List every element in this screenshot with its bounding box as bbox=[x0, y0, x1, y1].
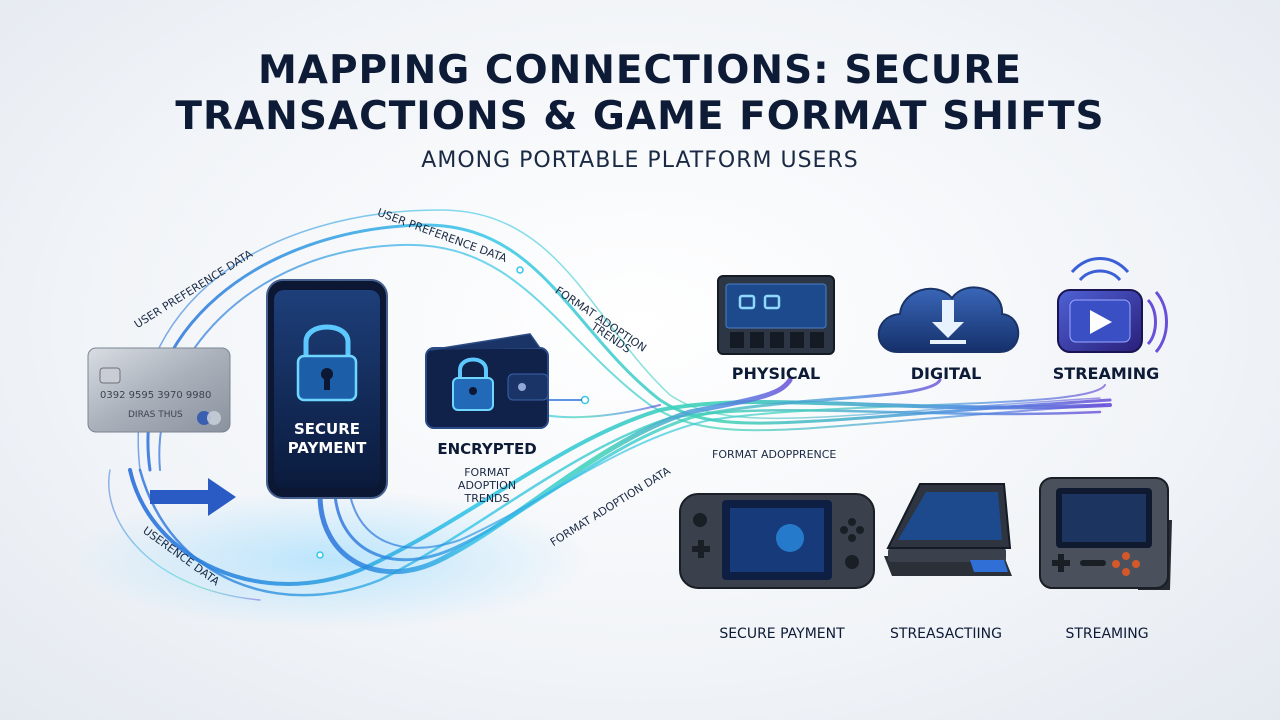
device-label-streaming: STREAMING bbox=[1065, 626, 1149, 642]
card-holder: DIRAS THUS bbox=[128, 410, 183, 420]
wallet-sub-line-1: FORMAT bbox=[464, 466, 510, 479]
title-line-2: TRANSACTIONS & GAME FORMAT SHIFTS bbox=[175, 94, 1105, 139]
phone-label: SECURE PAYMENT bbox=[274, 420, 380, 458]
format-label-physical: PHYSICAL bbox=[731, 364, 821, 383]
arrow-icon bbox=[150, 478, 236, 516]
flow-nodes bbox=[316, 266, 590, 559]
flow-glow bbox=[70, 490, 590, 630]
wallet-padlock-icon bbox=[452, 357, 494, 411]
phone-label-line-1: SECURE bbox=[293, 420, 361, 438]
streaming-play-icon bbox=[1057, 257, 1168, 353]
page-subtitle: AMONG PORTABLE PLATFORM USERS bbox=[421, 148, 859, 173]
padlock-icon bbox=[296, 324, 358, 402]
device-label-secure-payment: SECURE PAYMENT bbox=[719, 626, 845, 642]
title-line-1: MAPPING CONNECTIONS: SECURE bbox=[257, 48, 1023, 93]
retro-handheld-icon bbox=[1039, 477, 1172, 590]
format-label-digital: DIGITAL bbox=[910, 364, 982, 383]
cloud-download-icon bbox=[877, 286, 1020, 353]
flow-lines bbox=[108, 209, 1112, 601]
wallet-sublabel: FORMAT ADOPTION TRENDS bbox=[420, 466, 554, 505]
device-label-streasactiing: STREASACTIING bbox=[890, 626, 1002, 642]
handheld-console-icon bbox=[679, 493, 875, 589]
wallet-label: ENCRYPTED bbox=[437, 440, 537, 458]
flow-label-format-adopprence: FORMAT ADOPPRENCE bbox=[712, 448, 837, 461]
page-title: MAPPING CONNECTIONS: SECURE TRANSACTIONS… bbox=[0, 48, 1280, 140]
phone-label-line-2: PAYMENT bbox=[287, 439, 367, 457]
wallet-sub-line-3: TRENDS bbox=[464, 492, 510, 505]
credit-card-icon bbox=[87, 347, 231, 433]
wallet-sub-line-2: ADOPTION bbox=[457, 479, 517, 492]
tablet-device-icon bbox=[884, 483, 1012, 576]
cartridge-icon bbox=[717, 275, 835, 355]
format-label-streaming: STREAMING bbox=[1052, 364, 1160, 383]
card-number: 0392 9595 3970 9980 bbox=[100, 390, 212, 401]
